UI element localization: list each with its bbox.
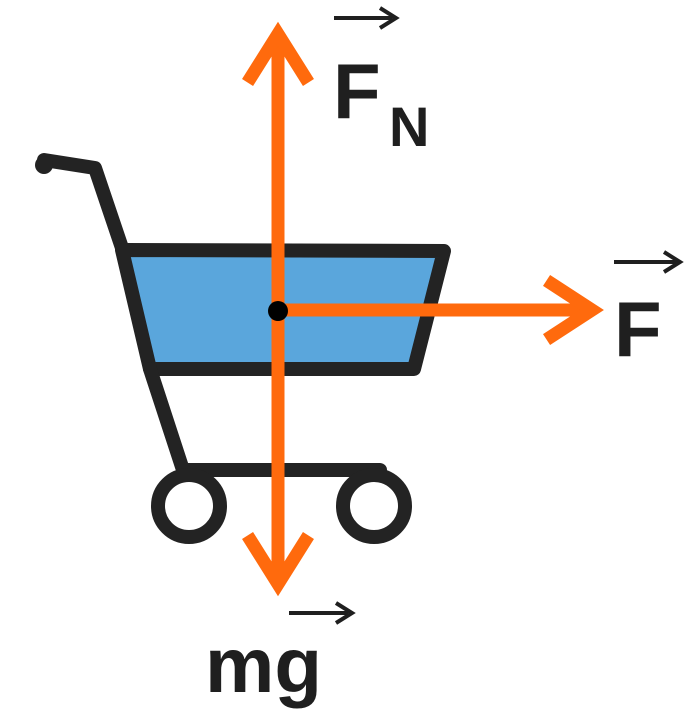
cart-wheel-left — [151, 468, 227, 544]
cart-frame — [143, 362, 387, 477]
cart-handle — [37, 153, 129, 255]
vector-arrow-icon — [614, 250, 684, 274]
normal-force-arrow — [242, 21, 314, 310]
normal-force-subscript: N — [389, 95, 429, 158]
normal-force-symbol: F — [333, 47, 381, 135]
cart-wheel-right — [336, 468, 412, 544]
applied-force-symbol: F — [614, 285, 662, 373]
vector-arrow-icon — [289, 601, 356, 625]
center-of-mass-dot — [268, 301, 288, 321]
cart-handle-grip — [35, 156, 53, 174]
applied-force-label: F — [614, 250, 684, 373]
normal-force-label: F N — [333, 6, 429, 158]
weight-label: mg — [205, 601, 356, 709]
vector-arrow-icon — [334, 6, 400, 30]
applied-force-arrow — [278, 275, 604, 345]
weight-arrow — [242, 310, 314, 597]
shopping-cart-icon — [35, 153, 451, 544]
weight-symbol: mg — [205, 621, 322, 709]
